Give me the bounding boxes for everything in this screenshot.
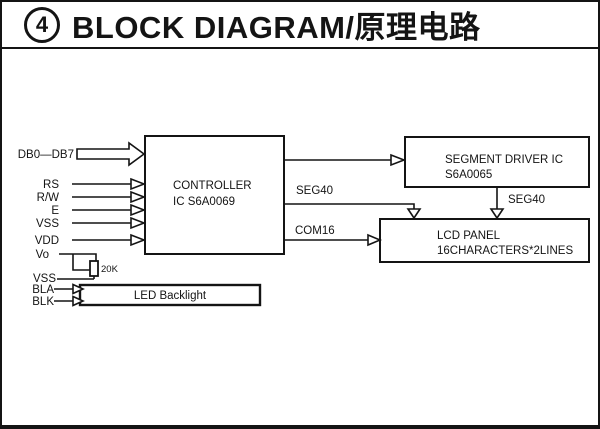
title-bar: 4 BLOCK DIAGRAM/原理电路: [2, 2, 598, 49]
signal-bla: BLA: [32, 283, 85, 296]
contrast-circuit: Vo 20K VSS: [33, 249, 119, 285]
com16-label: COM16: [295, 225, 335, 237]
lcd-panel-label-line1: LCD PANEL: [437, 230, 501, 242]
controller-label-line1: CONTROLLER: [173, 180, 252, 192]
seg40-driver-arrow-icon: [489, 208, 505, 220]
db0-db7-label: DB0—DB7: [18, 149, 74, 161]
resistor-value-label: 20K: [101, 264, 119, 275]
vss2-label: VSS: [33, 273, 56, 285]
resistor-icon: [89, 260, 99, 277]
controller-box: [144, 135, 285, 255]
rw-label: R/W: [37, 192, 60, 204]
vss-arrow-icon: [130, 216, 147, 230]
vdd-arrow-icon: [130, 233, 147, 247]
segment-driver-label-line2: S6A0065: [445, 169, 492, 181]
led-backlight-block: LED Backlight: [78, 283, 262, 307]
bla-label: BLA: [32, 284, 54, 296]
controller-to-driver-connection: [284, 153, 407, 167]
vo-wiper-stub: [72, 254, 90, 271]
db0-db7-bus-arrow-icon: [76, 141, 146, 167]
rs-arrow-icon: [130, 177, 147, 191]
com16-connection: COM16: [284, 225, 383, 247]
controller-label-line2: IC S6A0069: [173, 196, 235, 208]
segment-driver-label-line1: SEGMENT DRIVER IC: [445, 154, 563, 166]
seg40-controller-label: SEG40: [296, 185, 333, 197]
signal-rw: R/W: [37, 190, 147, 204]
e-label: E: [51, 205, 59, 217]
segment-driver-block: SEGMENT DRIVER IC S6A0065: [404, 136, 590, 188]
signal-blk: BLK: [32, 295, 85, 308]
controller-block: CONTROLLER IC S6A0069: [144, 135, 285, 255]
rw-arrow-icon: [130, 190, 147, 204]
vo-wire: [59, 253, 97, 261]
led-backlight-box: [78, 283, 262, 307]
signal-vss: VSS: [36, 216, 147, 230]
section-number-icon: 4: [24, 6, 60, 43]
seg40-controller-connection: SEG40: [284, 185, 422, 220]
seg40-driver-connection: SEG40: [489, 187, 545, 220]
seg40-driver-label: SEG40: [508, 194, 545, 206]
e-arrow-icon: [130, 203, 147, 217]
vo-label: Vo: [36, 249, 49, 261]
bla-arrow-icon: [72, 283, 85, 295]
rs-label: RS: [43, 179, 59, 191]
com16-arrow-icon: [367, 233, 383, 247]
vdd-label: VDD: [35, 235, 59, 247]
seg40-controller-wire: [284, 203, 415, 209]
signal-vdd: VDD: [35, 233, 147, 247]
vss-label: VSS: [36, 218, 59, 230]
signal-rs: RS: [43, 177, 147, 191]
signal-e: E: [51, 203, 147, 217]
blk-label: BLK: [32, 296, 54, 308]
lcd-panel-block: LCD PANEL 16CHARACTERS*2LINES: [379, 218, 590, 263]
page-title: BLOCK DIAGRAM/原理电路: [72, 10, 481, 45]
signal-db0-db7: DB0—DB7: [18, 141, 146, 167]
controller-to-driver-arrow-icon: [390, 153, 407, 167]
seg40-controller-arrow-icon: [406, 208, 422, 220]
lcd-panel-label-line2: 16CHARACTERS*2LINES: [437, 245, 573, 257]
lcd-panel-box: [379, 218, 590, 263]
led-backlight-label: LED Backlight: [134, 290, 207, 302]
blk-arrow-icon: [72, 295, 85, 307]
